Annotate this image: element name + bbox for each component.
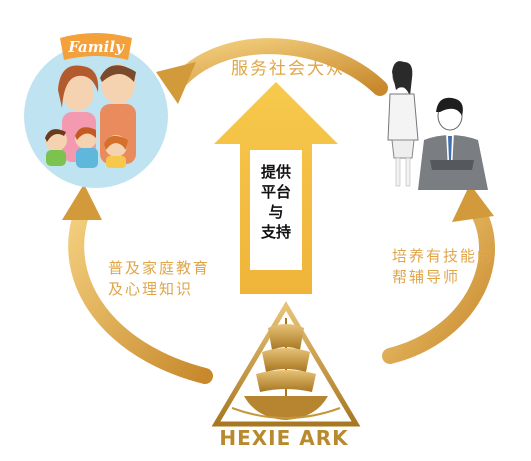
family-badge-label: Family: [68, 38, 124, 56]
ship-logo: [211, 301, 361, 427]
left-arrow-label: 普及家庭教育及心理知识: [108, 259, 211, 298]
family-badge: [60, 33, 132, 60]
right-arc-arrow: [382, 184, 495, 364]
brand-name: HEXIE ARK: [219, 426, 349, 450]
center-up-arrow: [214, 82, 338, 294]
center-arrow-label: 提供 平台 与 支持: [260, 163, 291, 241]
top-arc-arrow: [156, 38, 388, 104]
right-arrow-label: 培养有技能的帮辅导师: [392, 247, 495, 286]
left-arc-arrow: [62, 184, 213, 384]
professionals-illustration: [387, 61, 488, 190]
family-illustration: [24, 33, 168, 188]
top-arrow-label: 服务社会大众: [231, 59, 345, 79]
